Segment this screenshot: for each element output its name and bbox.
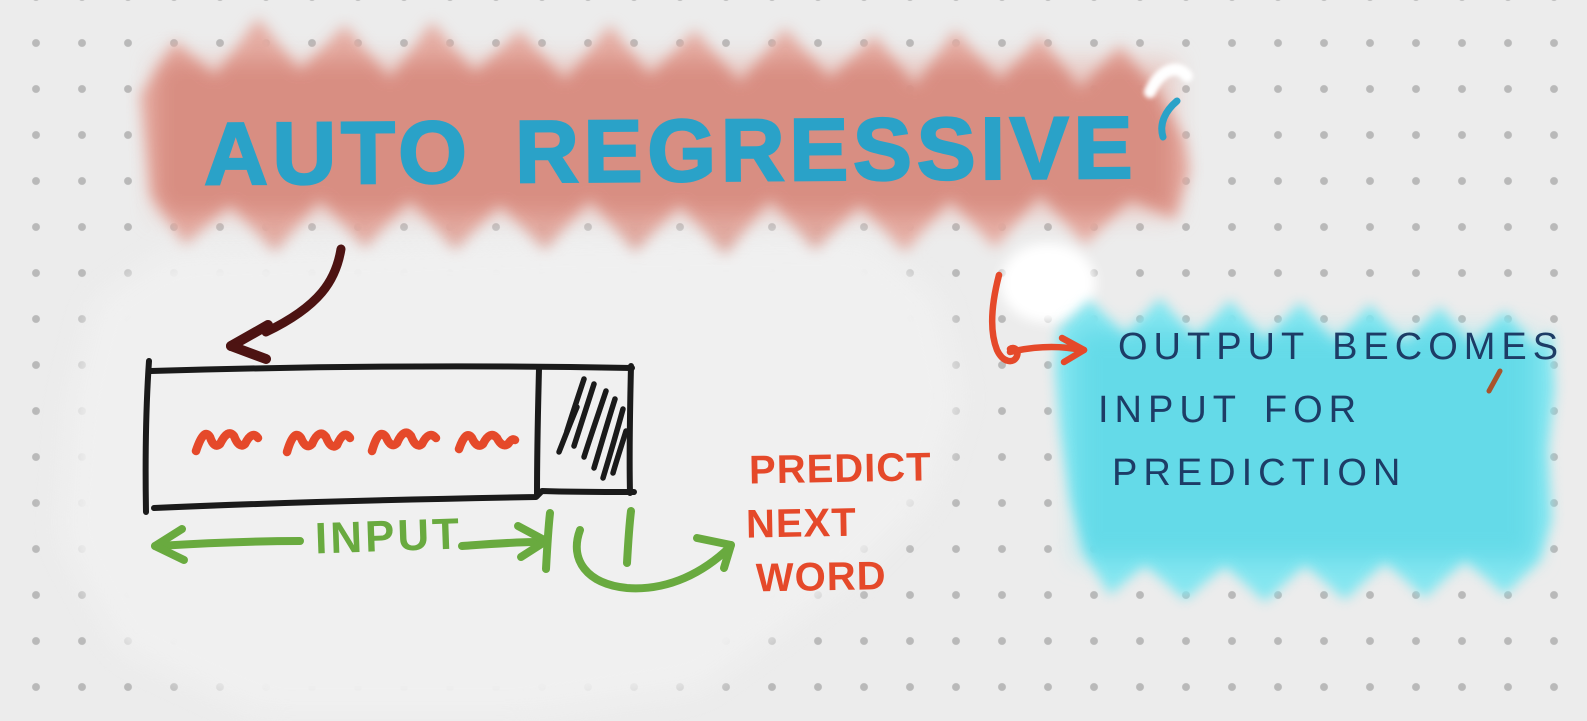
page-title: AUTO REGRESSIVE	[202, 96, 1139, 204]
note-line-2: INPUT FOR	[1098, 389, 1363, 431]
stray-orange-tick	[1486, 368, 1503, 394]
note-highlight-cyan-core	[1075, 330, 1535, 560]
predict-line-2: NEXT	[745, 500, 858, 547]
eraser-blob	[1000, 243, 1096, 323]
input-box	[142, 358, 637, 515]
next-token-tick	[623, 507, 635, 567]
input-end-tick	[542, 509, 554, 573]
predict-next-word-label: PREDICT NEXT WORD	[740, 440, 934, 605]
predict-line-3: WORD	[755, 554, 887, 601]
predict-line-1: PREDICT	[748, 445, 933, 493]
predict-arrow	[572, 526, 735, 593]
next-token-cell-hatching	[556, 376, 629, 481]
eraser-squiggle	[1144, 63, 1193, 98]
title-highlight-pink-core	[155, 60, 1175, 215]
note-line-3: PREDICTION	[1112, 452, 1407, 494]
feedback-hook-arrow	[988, 271, 1088, 366]
token-squiggles	[191, 428, 520, 457]
input-span-label: INPUT	[314, 509, 463, 564]
output-note-label: OUTPUT BECOMES INPUT FOR PREDICTION	[1096, 316, 1564, 505]
input-span-arrow	[151, 509, 554, 573]
shadow-blob	[60, 238, 962, 715]
note-line-1: OUTPUT BECOMES	[1118, 326, 1565, 368]
arrow-title-to-box	[226, 244, 346, 364]
stray-teal-mark	[1158, 97, 1181, 141]
input-box-divider	[534, 366, 542, 499]
